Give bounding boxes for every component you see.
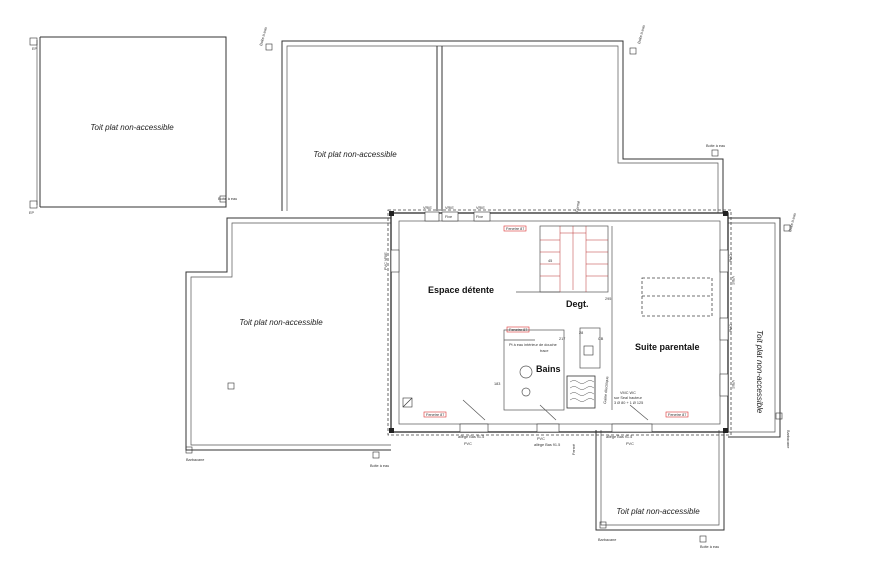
roof-w-label: Toit plat non-accessible (239, 318, 323, 327)
main-dwelling: VRIE VRIE VRIE Fixe Fixe Fermé PVC VRIE … (384, 201, 735, 455)
roof-block-south: Barbacane Boite à eau Toit plat non-acce… (595, 430, 725, 549)
fenetre-tag-2: Fenetre 87 (426, 413, 444, 417)
bains-label: Bains (536, 364, 561, 374)
pvc-label-s3: PVC (626, 442, 634, 446)
pvc-label-s1: PVC (464, 442, 472, 446)
barbacane-label-2: Barbacane (786, 430, 790, 448)
roof-n-label: Toit plat non-accessible (313, 150, 397, 159)
roof-block-west: Barbacane Boite à eau Toit plat non-acce… (185, 217, 391, 468)
vrie-label-3: VRIE (476, 206, 485, 210)
fenetre-tag-1: Fenetre 87 (506, 227, 524, 231)
roof-block-north: Boite à eau Boite à eau Boite à eau Toit… (259, 25, 725, 213)
roof-s-label: Toit plat non-accessible (616, 507, 700, 516)
vrie-label-e2: VRIE (731, 380, 735, 389)
roof-e-label: Toit plat non-accessible (755, 330, 764, 414)
pvc-label-e1: PVC (729, 254, 733, 262)
bains-note: Pt à eau intérieur de douche (509, 343, 557, 347)
ferme-label-north: Fermé (575, 201, 581, 213)
vmc-label-2: sur Seal hauteur (614, 396, 643, 400)
roof-nw-label: Toit plat non-accessible (90, 123, 174, 132)
shower-tray (569, 380, 595, 402)
boite-eau-label-4: Boite à eau (706, 144, 725, 148)
allege-label-1: allège Bas 91.5 (458, 435, 484, 439)
dim-217: 217 (559, 337, 565, 341)
fenetre-tag-3: Fenetre 87 (668, 413, 686, 417)
degt-label: Degt. (566, 299, 589, 309)
dim-183: 183 (494, 382, 500, 386)
pvc-vrie-label: PVC VRIE (384, 252, 388, 270)
vrie-label-2: VRIE (445, 206, 454, 210)
allege-label-2: allège Bas 91.5 (534, 443, 560, 447)
roof-block-northwest: EP EP Boite à eau Toit plat non-accessib… (29, 36, 237, 215)
allege-label-3: allège Bas 91.5 (606, 435, 632, 439)
boite-eau-label-1: Boite à eau (218, 197, 237, 201)
vrie-label-e1: VRIE (731, 276, 735, 285)
gaine-label: Gaine électrique (603, 376, 609, 404)
staircase (540, 226, 608, 292)
dim-295: 295 (605, 297, 611, 301)
boite-eau-label-5: Boite à eau (370, 464, 389, 468)
fixe-label-1: Fixe (445, 215, 452, 219)
suite-label: Suite parentale (635, 342, 700, 352)
pvc-label-e2: PVC (729, 324, 733, 332)
ferme-label-south: Fermé (572, 444, 576, 455)
boite-eau-label-3: Boite à eau (637, 25, 646, 45)
cb-label: CB (598, 337, 604, 341)
boite-eau-label-7: Boite à eau (700, 545, 719, 549)
pvc-label-s2: PVC (537, 437, 545, 441)
vmc-label-3: 3 Ø 80 + 1 Ø 125 (614, 401, 643, 405)
dim-28: 28 (579, 331, 583, 335)
ep-label-1: EP (32, 47, 38, 51)
boite-eau-label-6: Boite à eau (788, 213, 797, 233)
espace-label: Espace détente (428, 285, 494, 295)
fixe-label-2: Fixe (476, 215, 483, 219)
vrie-label-1: VRIE (423, 206, 432, 210)
ep-label-2: EP (29, 211, 35, 215)
boite-eau-label-2: Boite à eau (259, 27, 268, 47)
trace-label: trace (540, 349, 548, 353)
barbacane-label-1: Barbacane (186, 458, 204, 462)
roof-block-east: Boite à eau Barbacane Toit plat non-acce… (728, 213, 797, 448)
dim-45: 45 (548, 259, 552, 263)
vmc-label: VMC WC (620, 391, 636, 395)
barbacane-label-3: Barbacane (598, 538, 616, 542)
